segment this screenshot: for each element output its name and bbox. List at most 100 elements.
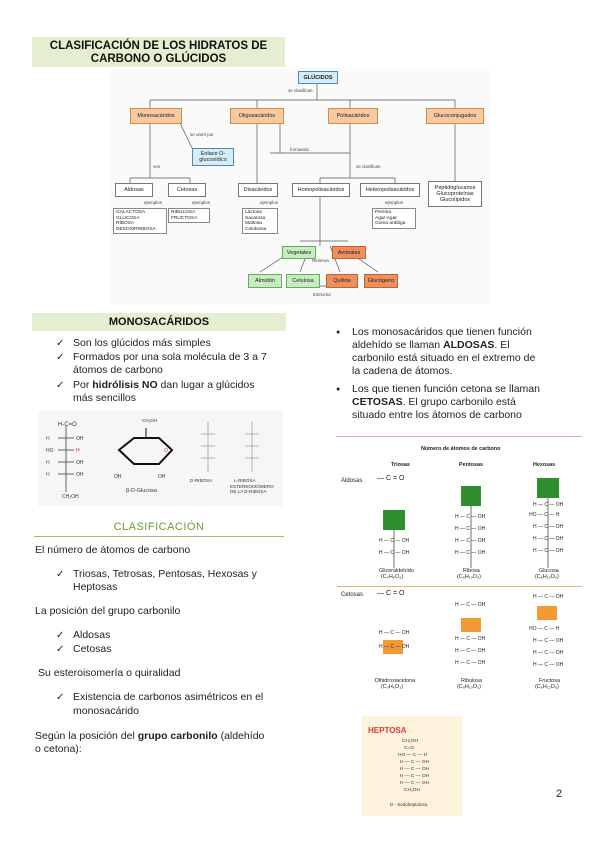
- svg-text:H — C — OH: H — C — OH: [400, 766, 430, 772]
- carbon-rule: [336, 436, 582, 437]
- label-se-clasifican-2: se clasifican: [356, 164, 381, 169]
- node-celulosa: Celulosa: [286, 274, 320, 288]
- svg-text:H — C — OH: H — C — OH: [400, 759, 430, 765]
- mono-item-3: Por hidrólisis NO dan lugar a glúcidos: [56, 379, 254, 392]
- heptosa-title: HEPTOSA: [368, 726, 407, 735]
- ald-name-1: Gliceraldehído: [379, 568, 414, 574]
- cet-formula-2: (C₅H₁₀O₅): [457, 684, 481, 690]
- svg-text:OH: OH: [76, 436, 84, 442]
- green-marker-1: [383, 510, 405, 530]
- section-title: CLASIFICACIÓN DE LOS HIDRATOS DE CARBONO…: [49, 40, 268, 65]
- cet-name-2: Ribulosa: [461, 678, 482, 684]
- mono-item-3-cont: más sencillos: [73, 392, 137, 404]
- node-polisacaridos: Polisacáridos: [328, 108, 378, 124]
- label-ejemplos-2: ejemplos: [192, 200, 211, 205]
- glucose-chain-drawing: H-C=O H OH HO H H OH H OH CH₂OH: [46, 422, 84, 500]
- svg-text:H — C — OH: H — C — OH: [455, 538, 486, 544]
- bullet-cetosas: Los que tienen función cetona se llaman …: [336, 383, 582, 422]
- svg-text:H — C — OH: H — C — OH: [533, 502, 564, 508]
- node-glucoconjugados: Glucoconjugados: [426, 108, 484, 124]
- svg-text:CH₂OH: CH₂OH: [402, 738, 419, 744]
- aldose-chains-drawing: H — C — OH H — C — OH H — C — OH H — C — O…: [379, 498, 564, 568]
- svg-text:HO — C — H: HO — C — H: [398, 752, 428, 758]
- svg-text:H — C — OH: H — C — OH: [455, 636, 486, 642]
- svg-text:H — C — OH: H — C — OH: [455, 550, 486, 556]
- svg-text:OH: OH: [76, 460, 84, 466]
- node-enlace: Enlace O-glucosídico: [192, 148, 234, 166]
- classif-p3: Su esteroisomería o quiralidad: [38, 667, 181, 679]
- cetosas-formula: — C = O: [377, 590, 405, 597]
- heptosa-caption: D - Sedoheptulosa: [390, 802, 428, 807]
- svg-text:C=O: C=O: [404, 745, 414, 751]
- ch2oh-label: CH₂OH: [142, 418, 158, 423]
- node-oligosacaridos: Oligosacáridos: [230, 108, 284, 124]
- svg-text:O: O: [164, 448, 168, 454]
- ald-name-2: Ribosa: [463, 568, 480, 574]
- classif-item-aldosas: Aldosas: [56, 629, 111, 642]
- svg-text:H — C — OH: H — C — OH: [379, 644, 410, 650]
- node-aldosas: Aldosas: [115, 183, 153, 197]
- svg-text:H-C=O: H-C=O: [58, 422, 77, 428]
- concept-map-figure: GLÚCIDOS se clasifican Monosacáridos Oli…: [110, 68, 490, 304]
- svg-text:H — C — OH: H — C — OH: [379, 538, 410, 544]
- ald-name-3: Glucosa: [539, 568, 559, 574]
- bullet-aldosas: Los monosacáridos que tienen función ald…: [336, 326, 582, 378]
- classif-item-1: Triosas, Tetrosas, Pentosas, Hexosas y: [56, 568, 257, 581]
- clasificacion-rule: [34, 536, 284, 537]
- classif-p1: El número de átomos de carbono: [35, 544, 191, 556]
- ribose-chains-drawing: [201, 422, 259, 472]
- orange-marker-1: [383, 640, 403, 654]
- col-pentosas: Pentosas: [459, 462, 483, 468]
- heptosa-figure: HEPTOSA CH₂OH C=O HO — C — H H — C — OH …: [362, 716, 462, 816]
- node-animales: Animales: [332, 246, 366, 259]
- svg-text:HO — C — H: HO — C — H: [529, 512, 560, 518]
- cet-formula-3: (C₆H₁₂O₆): [535, 684, 559, 690]
- label-formando: formando: [290, 147, 310, 152]
- svg-text:H — C — OH: H — C — OH: [400, 780, 430, 786]
- cet-name-3: Fructosa: [539, 678, 560, 684]
- svg-text:H — C — OH: H — C — OH: [455, 514, 486, 520]
- l-ribosa-caption: ESTEREOISÓMERO DE LA D-RIBOSA: [230, 484, 274, 494]
- row-cetosas: Cetosas: [341, 592, 364, 598]
- svg-text:H — C — OH: H — C — OH: [400, 773, 430, 779]
- classif-item-cetosas: Cetosas: [56, 643, 111, 656]
- divider-orange: [337, 586, 582, 587]
- ald-formula-1: (C₃H₆O₃): [381, 574, 404, 580]
- carbon-fig-title: Número de átomos de carbono: [421, 446, 501, 452]
- carbon-number-figure: Número de átomos de carbono Triosas Pent…: [337, 440, 582, 696]
- node-glucidos: GLÚCIDOS: [298, 71, 338, 84]
- mono-item-1: Son los glúcidos más simples: [56, 337, 211, 350]
- classif-item-3: Existencia de carbonos asimétricos en el: [56, 691, 263, 704]
- label-ejemplos-3: ejemplos: [260, 200, 279, 205]
- svg-text:HO: HO: [46, 448, 54, 454]
- heptosa-chain-drawing: CH₂OH C=O HO — C — H H — C — OH H — C — …: [398, 738, 430, 793]
- mono-item-2: Formados por una sola molécula de 3 a 7: [56, 351, 267, 364]
- cet-formula-1: (C₃H₆O₃): [381, 684, 404, 690]
- svg-text:CH₂OH: CH₂OH: [404, 787, 421, 793]
- orange-marker-2: [461, 618, 481, 632]
- svg-text:H — C — OH: H — C — OH: [533, 650, 564, 656]
- col-hexosas: Hexosas: [533, 462, 556, 468]
- clasificacion-title: CLASIFICACIÓN: [113, 521, 205, 533]
- node-heteropolisacaridos: Heteropolisacáridos: [360, 183, 420, 197]
- node-almidon: Almidón: [248, 274, 282, 288]
- label-estructur: Estructur: [313, 292, 332, 297]
- orange-marker-3: [537, 606, 557, 620]
- label-se-clasifican: se clasifican: [288, 88, 313, 93]
- svg-text:H — C — OH: H — C — OH: [533, 548, 564, 554]
- green-marker-2: [461, 486, 481, 506]
- node-disacaridos: Disacáridos: [238, 183, 278, 197]
- ald-formula-2: (C₅H₁₀O₅): [457, 574, 481, 580]
- glucose-ring-drawing: OH OH O: [114, 428, 174, 480]
- svg-text:H — C — OH: H — C — OH: [455, 526, 486, 532]
- ald-formula-3: (C₆H₁₂O₆): [535, 574, 559, 580]
- svg-text:H — C — OH: H — C — OH: [533, 524, 564, 530]
- svg-text:H — C — OH: H — C — OH: [533, 536, 564, 542]
- node-glucogeno: Glucógeno: [364, 274, 398, 288]
- classif-item-3-cont: monosacárido: [73, 705, 139, 717]
- svg-text:CH₂OH: CH₂OH: [62, 494, 79, 500]
- aldosas-formula: — C = O: [377, 475, 405, 482]
